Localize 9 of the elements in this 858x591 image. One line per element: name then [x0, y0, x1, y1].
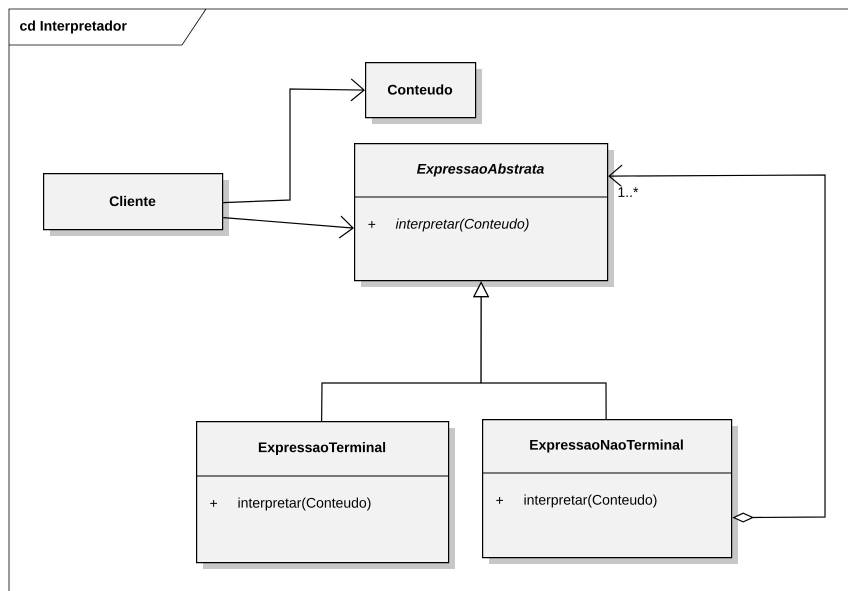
association-arrow	[223, 78, 365, 204]
multiplicity-label: 1..*	[618, 187, 638, 197]
class-box: Conteudo	[365, 62, 482, 124]
aggregation-arrow	[608, 164, 826, 523]
association-arrow	[223, 216, 354, 238]
class-box: ExpressaoTerminal + interpretar(Conteudo)	[196, 421, 455, 569]
class-box: Cliente	[43, 173, 229, 236]
class-box: ExpressaoNaoTerminal + interpretar(Conteudo)	[482, 419, 738, 564]
class-box: ExpressaoAbstrata + interpretar(Conteudo)	[354, 143, 614, 287]
